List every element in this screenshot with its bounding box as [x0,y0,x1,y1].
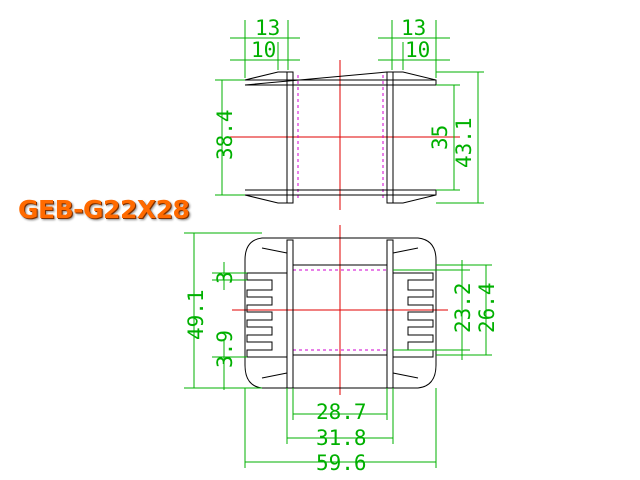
top-post-left [286,71,294,204]
dim-left-inner: 10 [251,38,276,62]
right-comb [393,272,434,358]
left-comb [246,272,287,358]
dim-right-outer: 13 [401,16,426,40]
dim-width-mid: 31.8 [316,426,367,450]
dim-height-outer-right: 43.1 [452,117,476,168]
bottom-flange-bottom [261,372,419,379]
dim-width-overall: 59.6 [316,451,367,475]
dim-left-outer: 13 [255,16,280,40]
bottom-outer-body [244,237,437,389]
dim-right-inner: 10 [405,38,430,62]
dim-outer-height: 26.4 [475,282,499,333]
dim-slot: 3 [213,271,237,284]
bottom-view: 49.1 3 3.9 23.2 26.4 28.7 31.8 59.6 [184,225,499,475]
part-title: GEB-G22X28 [18,195,190,224]
dim-width-inner: 28.7 [316,400,367,424]
dim-height-inner-right: 35 [428,125,452,150]
dim-inner-height: 23.2 [451,282,475,333]
top-post-right [386,71,394,204]
bottom-flange-top [261,247,419,254]
top-view: 13 10 13 10 38.4 35 43.1 [213,16,484,210]
bottom-post-left [286,239,294,389]
dim-overall-height: 49.1 [184,289,208,340]
dim-height-left: 38.4 [213,109,237,160]
bottom-post-right [386,239,394,389]
dim-slot-gap: 3.9 [213,330,237,368]
